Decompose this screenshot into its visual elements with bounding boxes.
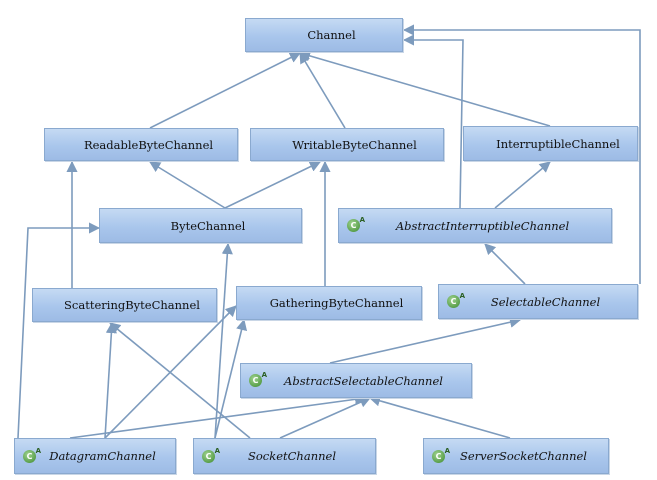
abstract-class-icon: A [249,371,267,387]
edge-bytechannel-to-writable [224,161,322,209]
node-label: SelectableChannel [490,294,601,309]
node-label: AbstractSelectableChannel [284,373,443,388]
node-label: AbstractInterruptibleChannel [395,218,570,233]
interface-icon [254,29,267,42]
edge-datagram-to-absselectable [69,393,367,439]
interface-icon [53,138,66,151]
node-readable-byte-channel: ReadableByteChannel [44,128,238,161]
edge-bytechannel-to-readable [149,161,226,209]
node-datagram-channel: A DatagramChannel [14,438,176,474]
node-label: GatheringByteChannel [269,296,404,310]
edge-datagram-to-bytechannel [17,222,101,439]
node-label: WritableByteChannel [292,137,417,152]
edge-absselectable-to-selectable [329,316,522,364]
edge-socket-to-absselectable [279,396,372,439]
edge-socket-to-scattering [109,322,251,439]
node-byte-channel: ByteChannel [99,208,302,243]
edge-socket-to-gathering [214,318,248,439]
interface-icon [41,299,54,312]
edge-interruptible-to-channel [298,50,551,127]
interface-icon [472,137,485,150]
node-label: ServerSocketChannel [460,449,587,463]
node-label: DatagramChannel [49,449,156,463]
node-socket-channel: A SocketChannel [193,438,376,474]
abstract-class-icon: A [202,447,220,463]
abstract-class-icon: A [23,447,41,463]
node-server-socket-channel: A ServerSocketChannel [423,438,609,474]
node-label: ReadableByteChannel [83,137,214,152]
abstract-class-icon: A [447,292,465,308]
edge-absinterruptible-to-interruptible [494,161,551,209]
node-label: SocketChannel [248,449,336,463]
edge-datagram-to-scattering [104,321,117,439]
edge-selectable-to-channel [402,24,641,284]
node-abstract-selectable-channel: A AbstractSelectableChannel [240,363,472,398]
edge-writable-to-channel [299,52,346,129]
node-gathering-byte-channel: GatheringByteChannel [236,286,422,320]
interface-icon [259,138,272,151]
node-abstract-interruptible-channel: A AbstractInterruptibleChannel [338,208,612,243]
node-channel: Channel [245,18,403,52]
node-scattering-byte-channel: ScatteringByteChannel [32,288,217,322]
edge-readable-to-channel [149,52,302,129]
node-label: InterruptibleChannel [496,136,620,151]
node-interruptible-channel: InterruptibleChannel [463,126,638,161]
edge-socket-to-bytechannel [214,242,233,439]
abstract-class-icon: A [347,216,365,232]
node-writable-byte-channel: WritableByteChannel [250,128,444,161]
interface-icon [108,219,121,232]
edge-absinterruptible-to-channel [402,34,464,209]
edge-selectable-to-absinterruptible [484,243,526,285]
node-label: ScatteringByteChannel [64,298,200,312]
abstract-class-icon: A [432,447,450,463]
interface-icon [245,297,258,310]
edge-serversocket-to-absselectable [368,395,511,439]
node-label: Channel [307,28,356,42]
node-label: ByteChannel [170,218,246,233]
node-selectable-channel: A SelectableChannel [438,284,638,319]
